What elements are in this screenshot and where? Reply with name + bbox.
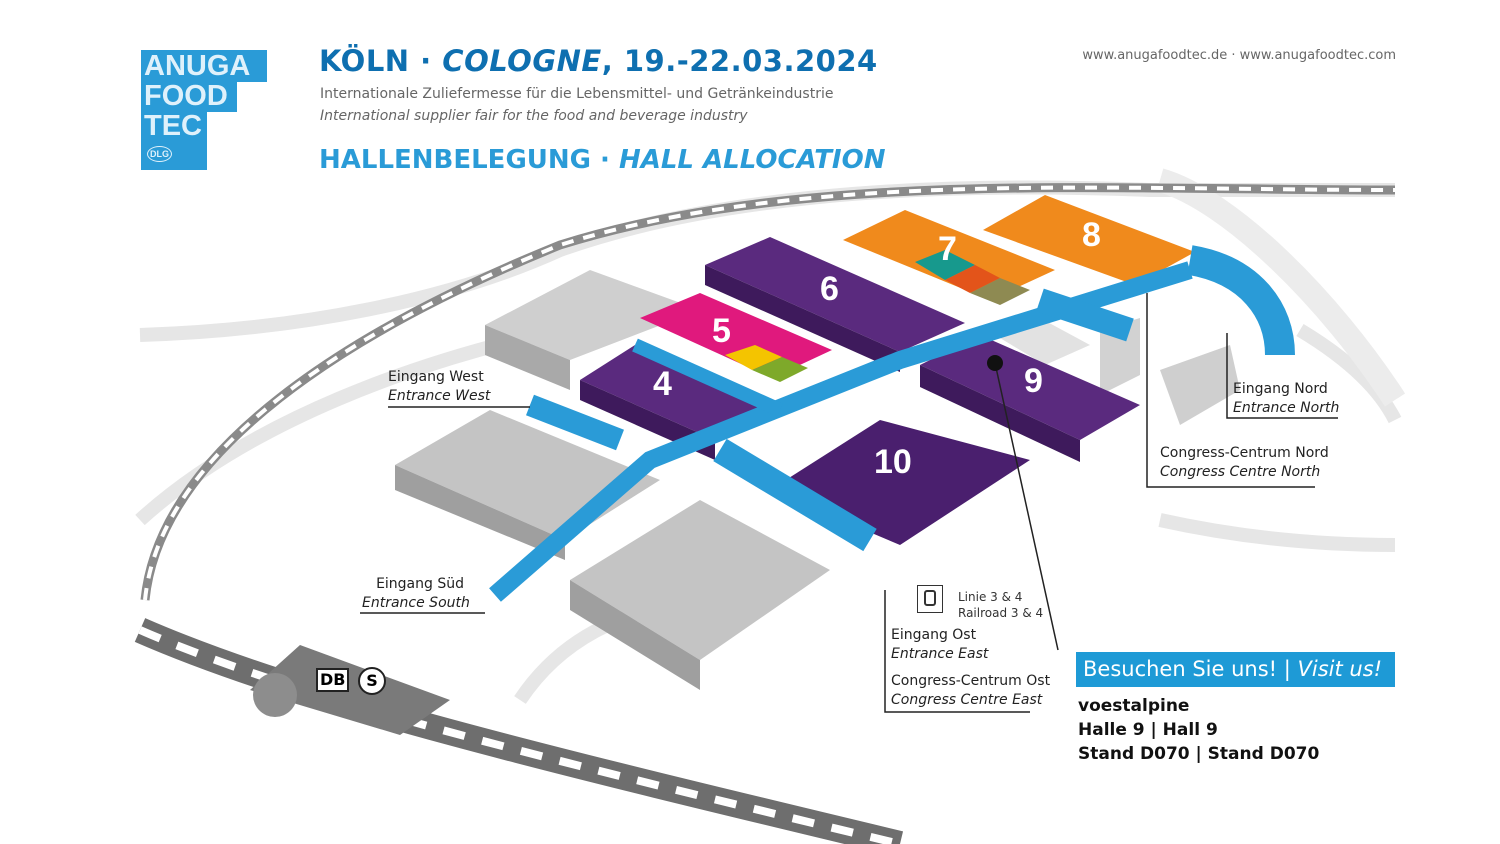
db-station-icon: DB: [316, 668, 350, 692]
hall-5-label: 5: [712, 312, 731, 350]
company-name: voestalpine: [1078, 696, 1190, 716]
main-railway: [134, 618, 904, 844]
leader-lines: [360, 293, 1338, 713]
visit-us-banner: Besuchen Sie uns! | Visit us!: [1076, 652, 1395, 687]
subtitle-en: International supplier fair for the food…: [320, 108, 748, 124]
hall-10-label: 10: [874, 443, 912, 481]
page-title: KÖLN · COLOGNE, 19.-22.03.2024: [319, 44, 878, 78]
hall-9-label: 9: [1024, 362, 1043, 400]
station-building: [250, 645, 450, 735]
tram-icon: [917, 585, 943, 613]
corridors: [489, 245, 1295, 602]
hall-4-label: 4: [653, 365, 672, 403]
hall-7-label: 7: [938, 230, 957, 268]
s-bahn-icon: S: [358, 667, 386, 695]
hall-6-label: 6: [820, 270, 839, 308]
subtitle-de: Internationale Zuliefermesse für die Leb…: [320, 86, 834, 102]
website-links[interactable]: www.anugafoodtec.de · www.anugafoodtec.c…: [1082, 48, 1396, 63]
hall-8-label: 8: [1082, 216, 1101, 254]
section-title: HALLENBELEGUNG · HALL ALLOCATION: [319, 145, 886, 175]
dlg-badge: DLG: [147, 146, 172, 162]
stand-info: voestalpine Halle 9 | Hall 9 Stand D070 …: [1078, 694, 1319, 766]
anuga-foodtec-logo: ANUGA FOOD TEC DLG: [141, 50, 267, 170]
stand-number: Stand D070 | Stand D070: [1078, 744, 1320, 764]
stand-marker: [987, 355, 1003, 371]
hall-number: Halle 9 | Hall 9: [1078, 720, 1218, 740]
